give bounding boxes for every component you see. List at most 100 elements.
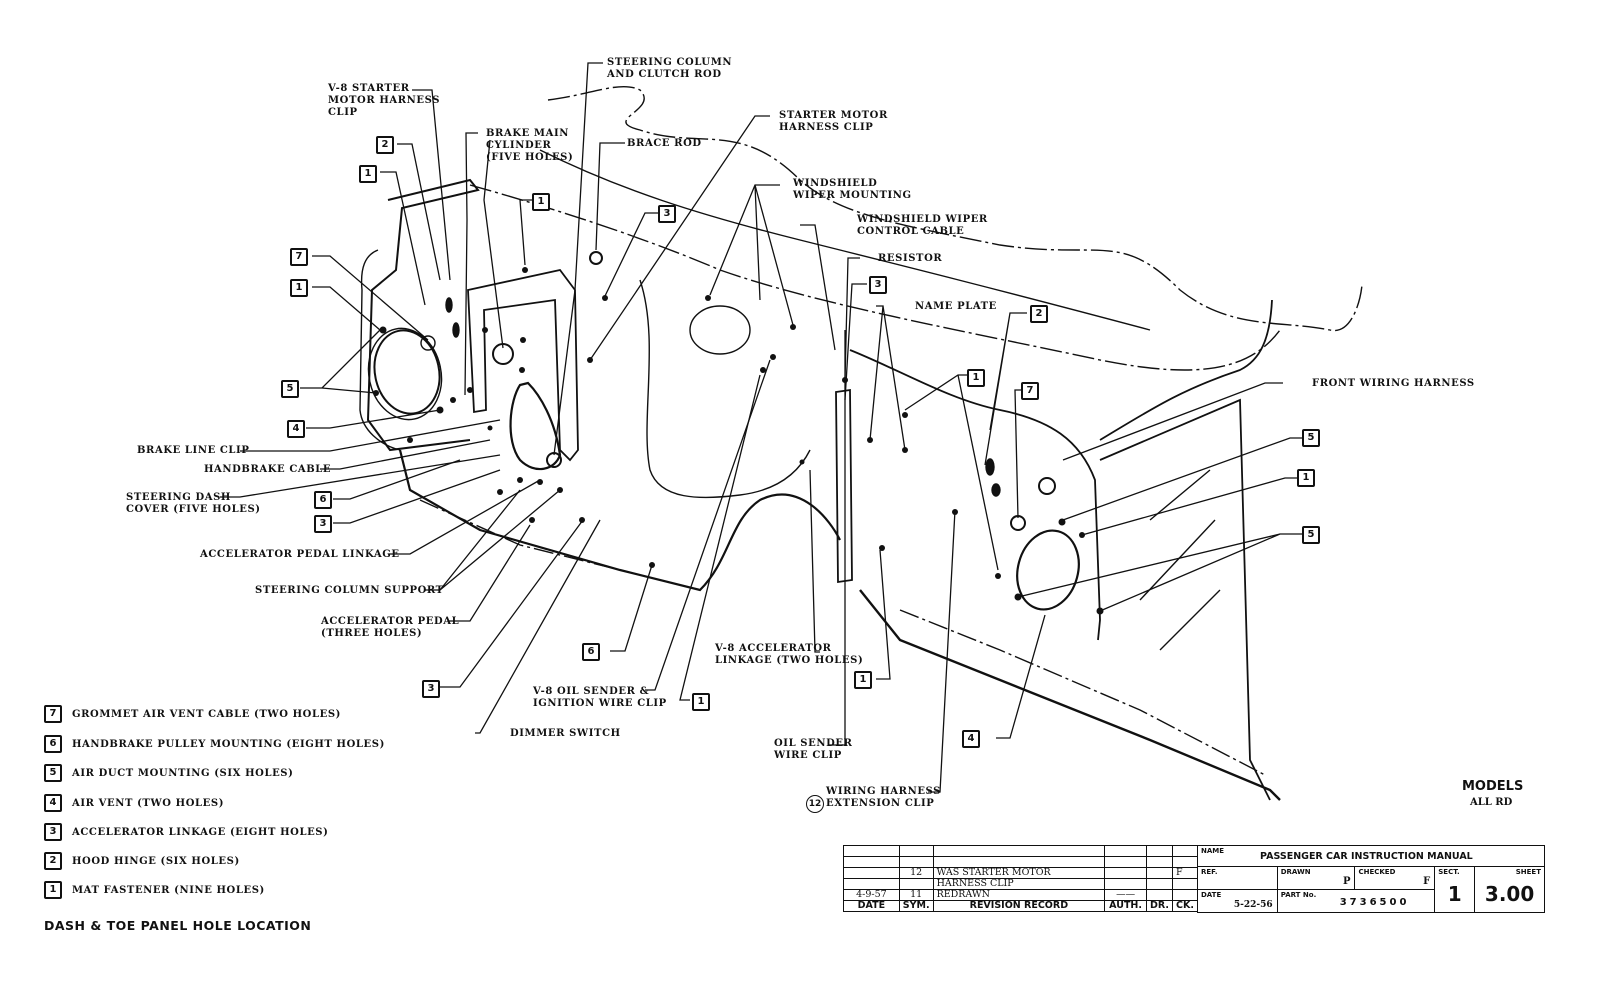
checked-label: CHECKED <box>1358 868 1396 876</box>
right-toe-inner <box>899 609 1266 776</box>
rev-ck <box>1172 845 1198 857</box>
left-panel-inner <box>359 249 401 451</box>
rev-dr <box>1146 845 1174 857</box>
right-panel-outline <box>849 349 1101 641</box>
rev-ck <box>1172 889 1198 901</box>
marker-mat-fastener: 1 <box>290 279 308 297</box>
rev-record <box>932 845 1106 857</box>
marker-accelerator-linkage: 3 <box>658 205 676 223</box>
header-auth: AUTH. <box>1104 900 1148 912</box>
rev-sym: 12 <box>898 867 934 879</box>
header-date: DATE <box>843 900 900 912</box>
legend-item: 6 HANDBRAKE PULLEY MOUNTING (EIGHT HOLES) <box>44 735 385 753</box>
brace-rod-hole <box>589 251 603 265</box>
label-steering-column-clutch-rod: STEERING COLUMN AND CLUTCH ROD <box>607 57 733 80</box>
rev-auth <box>1104 867 1148 879</box>
date-value: 5-22-56 <box>1233 900 1273 910</box>
marker-air-vent: 4 <box>962 730 980 748</box>
marker-mat-fastener: 1 <box>1297 469 1315 487</box>
grommet-right <box>1010 515 1026 531</box>
label-v8-starter-motor-harness-clip: V-8 STARTER MOTOR HARNESS CLIP <box>328 83 441 118</box>
steering-column-opening <box>509 381 562 471</box>
rev-auth <box>1104 878 1148 890</box>
label-accelerator-pedal-linkage: ACCELERATOR PEDAL LINKAGE <box>200 549 400 560</box>
marker-air-duct-mounting: 5 <box>281 380 299 398</box>
drawing-title: DASH & TOE PANEL HOLE LOCATION <box>44 918 312 933</box>
label-brake-line-clip: BRAKE LINE CLIP <box>137 445 250 456</box>
sect-value: 1 <box>1447 882 1462 906</box>
sheet-value: 3.00 <box>1484 882 1535 906</box>
rev-dr <box>1146 878 1174 890</box>
rev-date <box>843 878 900 890</box>
label-v8-oil-sender-ignition-clip: V-8 OIL SENDER & IGNITION WIRE CLIP <box>533 686 667 709</box>
header-dr: DR. <box>1146 900 1174 912</box>
header-revision-record: REVISION RECORD <box>932 900 1106 912</box>
legend-text: HOOD HINGE (SIX HOLES) <box>72 855 240 867</box>
hood-hinge-slot-left-2 <box>452 322 460 338</box>
label-oil-sender-wire-clip: OIL SENDER WIRE CLIP <box>774 738 853 761</box>
hood-hinge-slot-1 <box>985 458 995 476</box>
tunnel-bump <box>689 305 751 355</box>
models-value: ALL RD <box>1470 797 1513 808</box>
label-v8-accelerator-linkage: V-8 ACCELERATOR LINKAGE (TWO HOLES) <box>715 643 864 666</box>
cowl-outline-mid <box>539 149 1151 331</box>
hole-dots <box>373 267 1104 615</box>
rev-date <box>843 867 900 879</box>
title-block-name-row: NAME PASSENGER CAR INSTRUCTION MANUAL <box>1197 845 1545 867</box>
label-brace-rod: BRACE ROD <box>627 138 702 149</box>
legend-number-box: 3 <box>44 823 62 841</box>
right-panel-edge <box>835 388 853 584</box>
marker-accelerator-linkage: 3 <box>422 680 440 698</box>
hood-hinge-slot-2 <box>991 483 1001 497</box>
rev-sym <box>898 878 934 890</box>
rev-ck <box>1172 856 1198 868</box>
date-label: DATE <box>1201 891 1222 899</box>
marker-handbrake-pulley: 6 <box>582 643 600 661</box>
cowl-outline-lower <box>469 184 1281 371</box>
rev-dr <box>1146 889 1174 901</box>
label-front-wiring-harness: FRONT WIRING HARNESS <box>1312 378 1475 389</box>
leader-lines <box>220 62 1302 793</box>
sect-label: SECT. <box>1438 868 1460 876</box>
rev-sym <box>898 845 934 857</box>
rev-dr <box>1146 867 1174 879</box>
rev-record: WAS STARTER MOTOR <box>932 867 1106 879</box>
marker-accelerator-linkage: 3 <box>869 276 887 294</box>
rev-auth <box>1104 845 1148 857</box>
duct-hole-right <box>1038 477 1056 495</box>
air-vent-opening-left <box>373 329 441 415</box>
legend-number-box: 4 <box>44 794 62 812</box>
legend-text: GROMMET AIR VENT CABLE (TWO HOLES) <box>72 708 341 720</box>
checked-value: F <box>1423 876 1431 887</box>
marker-grommet-air-vent-cable: 7 <box>1021 382 1039 400</box>
label-steering-dash-cover: STEERING DASH COVER (FIVE HOLES) <box>126 492 261 515</box>
marker-hood-hinge: 2 <box>1030 305 1048 323</box>
rev-date <box>843 845 900 857</box>
hood-hinge-slot-left-1 <box>445 297 453 313</box>
label-resistor: RESISTOR <box>878 253 943 264</box>
marker-accelerator-linkage: 3 <box>314 515 332 533</box>
legend-number-box: 6 <box>44 735 62 753</box>
legend-number-box: 7 <box>44 705 62 723</box>
legend-number-box: 1 <box>44 881 62 899</box>
rev-record <box>932 856 1106 868</box>
air-vent-ring-left <box>367 327 443 421</box>
legend-text: HANDBRAKE PULLEY MOUNTING (EIGHT HOLES) <box>72 738 385 750</box>
marker-mat-fastener: 1 <box>532 193 550 211</box>
grommet-left <box>420 335 436 351</box>
rev-auth: —— <box>1104 889 1148 901</box>
label-accelerator-pedal: ACCELERATOR PEDAL (THREE HOLES) <box>321 616 460 639</box>
legend-number-box: 5 <box>44 764 62 782</box>
legend-text: MAT FASTENER (NINE HOLES) <box>72 884 265 896</box>
part-number: 3736500 <box>1339 897 1410 908</box>
label-windshield-wiper-mounting: WINDSHIELD WIPER MOUNTING <box>793 178 912 201</box>
rev-dr <box>1146 856 1174 868</box>
label-brake-main-cylinder: BRAKE MAIN CYLINDER (FIVE HOLES) <box>486 128 574 163</box>
